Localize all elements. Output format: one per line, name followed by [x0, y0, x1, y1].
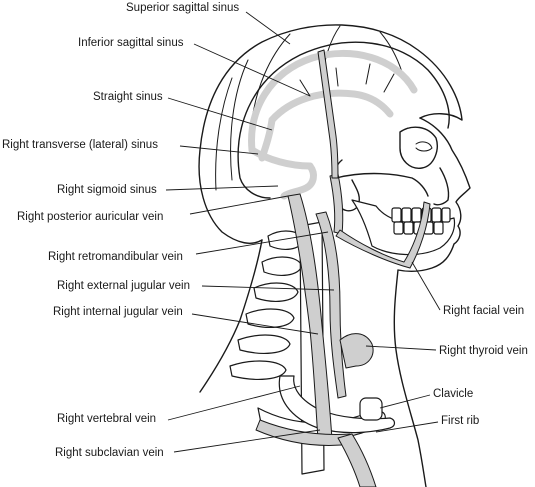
- leader-lines: [165, 11, 441, 453]
- temporal-vein-shape: [317, 49, 339, 179]
- label-clavicle: Clavicle: [433, 388, 473, 400]
- labels: Superior sagittal sinus Inferior sagitta…: [2, 2, 528, 459]
- label-right-posterior-auricular-vein: Right posterior auricular vein: [17, 211, 163, 223]
- inferior-sagittal-sinus-path: [268, 89, 394, 124]
- retromandibular-vein-shape: [329, 173, 344, 235]
- label-right-transverse-sinus: Right transverse (lateral) sinus: [2, 139, 158, 151]
- label-inferior-sagittal-sinus: Inferior sagittal sinus: [78, 37, 184, 49]
- label-right-internal-jugular-vein: Right internal jugular vein: [53, 306, 183, 318]
- label-right-vertebral-vein: Right vertebral vein: [57, 413, 156, 425]
- transverse-sinus-path: [248, 146, 314, 170]
- label-first-rib: First rib: [441, 415, 479, 427]
- label-right-sigmoid-sinus: Right sigmoid sinus: [57, 184, 157, 196]
- sternal-end: [359, 397, 383, 421]
- eye: [415, 141, 433, 152]
- sinus-tributaries: [299, 63, 395, 97]
- superior-sagittal-sinus-path: [248, 49, 418, 154]
- external-jugular-vein-shape: [315, 211, 347, 399]
- label-right-subclavian-vein: Right subclavian vein: [55, 447, 164, 459]
- skull-outline: [237, 41, 450, 199]
- label-straight-sinus: Straight sinus: [93, 91, 163, 103]
- label-right-facial-vein: Right facial vein: [443, 305, 524, 317]
- facial-vein-shape: [335, 201, 431, 269]
- nasal-bone: [433, 167, 450, 206]
- label-right-external-jugular-vein: Right external jugular vein: [57, 280, 190, 292]
- label-right-retromandibular-vein: Right retromandibular vein: [48, 251, 183, 263]
- illustration: [198, 24, 471, 487]
- sigmoid-sinus-path: [280, 162, 317, 200]
- dural-sinuses: [248, 49, 418, 200]
- neck-back: [199, 239, 263, 393]
- first-rib-bone: [278, 375, 396, 434]
- orbit: [399, 126, 438, 169]
- label-right-thyroid-vein: Right thyroid vein: [439, 345, 528, 357]
- label-superior-sagittal-sinus: Superior sagittal sinus: [126, 2, 239, 14]
- thyroid-vein-shape: [339, 333, 374, 369]
- zygomatic-arch: [335, 172, 429, 197]
- brachiocephalic-vein-shape: [337, 433, 377, 487]
- face-profile: [393, 117, 471, 487]
